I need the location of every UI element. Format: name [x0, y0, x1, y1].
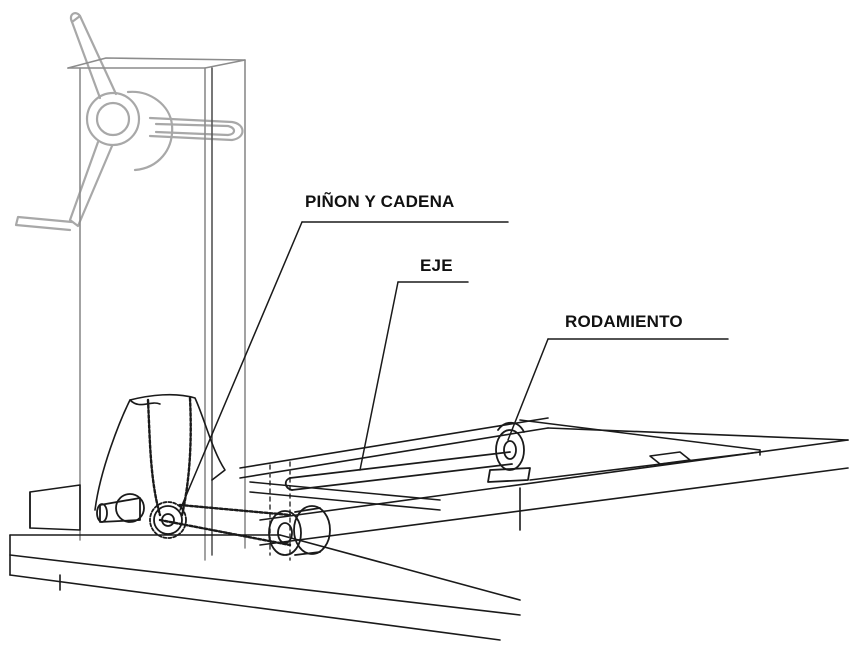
cutaway-chain — [94, 393, 292, 547]
upright-post — [67, 57, 246, 561]
label-eje: EJE — [420, 256, 453, 275]
base-frame — [9, 417, 849, 641]
leader-lines — [179, 221, 729, 511]
label-pinion-cadena: PIÑON Y CADENA — [305, 192, 455, 211]
label-rodamiento: RODAMIENTO — [565, 312, 683, 331]
drive-sprocket — [96, 493, 187, 539]
shaft — [284, 451, 513, 491]
handwheel — [14, 12, 244, 232]
driven-sprocket — [268, 505, 331, 556]
bearing — [487, 421, 531, 483]
